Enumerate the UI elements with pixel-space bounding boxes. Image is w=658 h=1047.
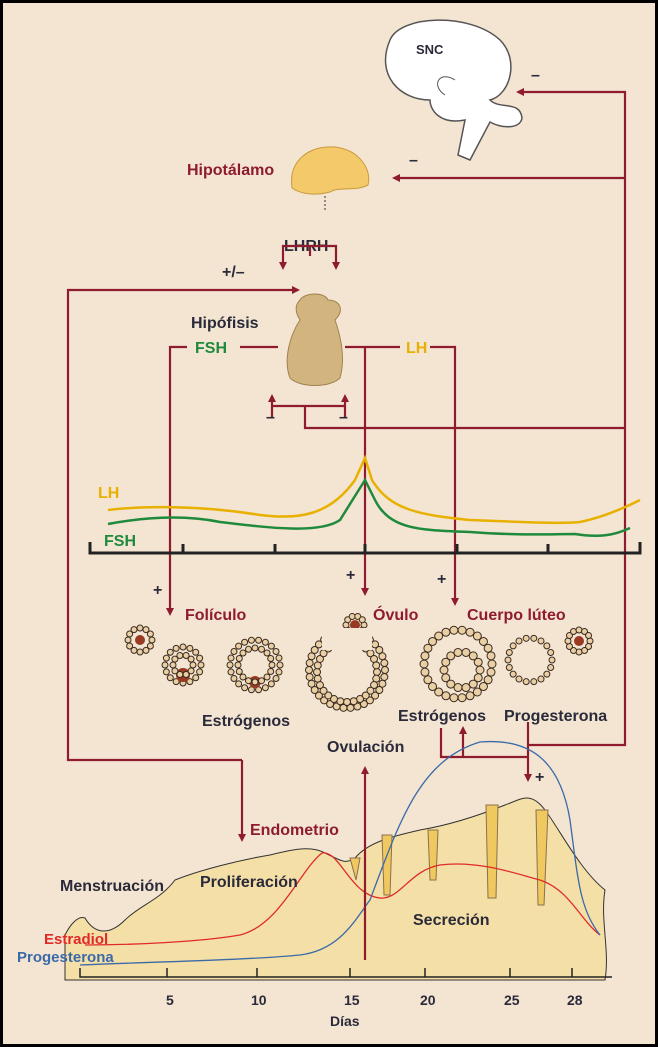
day-tick-label: 28 <box>567 992 583 1008</box>
plus-ovule: + <box>346 567 355 584</box>
corpus-albicans <box>564 626 594 656</box>
day-tick-label: 15 <box>344 992 360 1008</box>
minus-snc: – <box>531 67 540 84</box>
days-axis <box>79 968 612 978</box>
day-tick-label: 5 <box>166 992 174 1008</box>
day-tick-label: 20 <box>420 992 436 1008</box>
endometrio-label: Endometrio <box>250 822 339 839</box>
ovulacion-label: Ovulación <box>327 739 404 756</box>
corpus-luteum-regressing <box>504 634 556 686</box>
hipotalamo-label: Hipotálamo <box>187 162 274 179</box>
plus-corpus: + <box>437 571 446 588</box>
primary-follicle-inner <box>169 651 197 679</box>
secondary-follicle-inner <box>234 644 276 686</box>
ovulo-label: Óvulo <box>373 605 419 624</box>
snc-label: SNC <box>416 42 444 57</box>
minus-pituitary-right: – <box>339 409 348 426</box>
minus-hypothalamus: – <box>409 152 418 169</box>
secrecion-label: Secreción <box>413 912 489 929</box>
corpus-luteum <box>419 625 497 703</box>
pituitary-icon <box>286 293 343 386</box>
brain-icon <box>384 19 523 161</box>
foliculo-label: Folículo <box>185 607 247 624</box>
day-tick-label: 10 <box>251 992 267 1008</box>
cuerpo-luteo-label: Cuerpo lúteo <box>467 607 566 624</box>
plus-folicle: + <box>153 582 162 599</box>
endometrium-shape <box>64 797 607 981</box>
progesterona-curve <box>79 740 601 966</box>
ovarian-follicles <box>124 612 594 712</box>
estradiol-label: Estradiol <box>44 931 108 948</box>
lh-label: LH <box>406 340 427 357</box>
menstruacion-label: Menstruación <box>60 878 164 895</box>
hypothalamus-icon <box>291 146 370 195</box>
progesterona-label-1: Progesterona <box>504 708 607 725</box>
primordial-follicle <box>124 624 156 656</box>
hipofisis-label: Hipófisis <box>191 315 259 332</box>
graph-lh-label: LH <box>98 485 119 502</box>
days-axis-label: Días <box>330 1013 360 1029</box>
fsh-label: FSH <box>195 340 227 357</box>
corpus-luteum-inner <box>439 647 485 693</box>
estrogenos-label-1: Estrógenos <box>202 713 290 730</box>
progesterona-label-2: Progesterona <box>17 949 114 966</box>
plus-endometrium: + <box>535 769 544 786</box>
fsh-curve <box>107 477 631 537</box>
day-tick-label: 25 <box>504 992 520 1008</box>
secondary-follicle <box>226 636 284 694</box>
estrogenos-label-2: Estrógenos <box>398 708 486 725</box>
lh-curve <box>107 454 641 525</box>
plus-minus-label: +/– <box>222 264 245 281</box>
graph-fsh-label: FSH <box>104 533 136 550</box>
proliferacion-label: Proliferación <box>200 874 298 891</box>
graph-axis <box>88 542 642 555</box>
gonadotropin-graph: LH FSH <box>88 454 642 555</box>
minus-pituitary-left: – <box>266 409 275 426</box>
